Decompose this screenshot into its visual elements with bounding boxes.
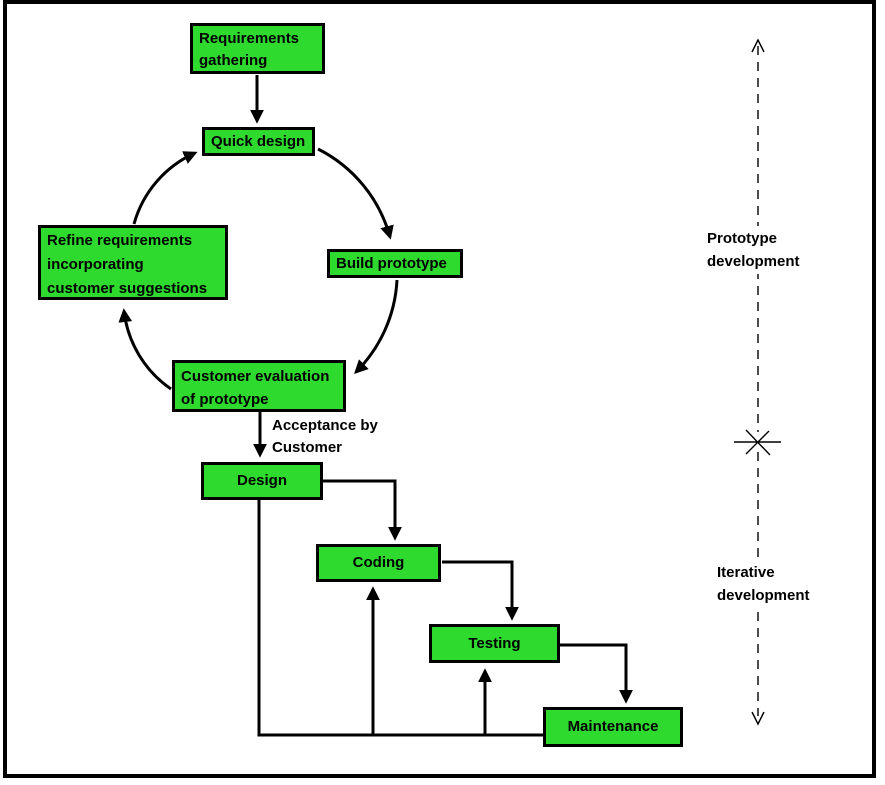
phase-divider-mark (734, 429, 781, 456)
diagram-border (3, 0, 876, 778)
box-requirements-gathering: Requirements gathering (190, 23, 325, 74)
box-refine-requirements: Refine requirements incorporating custom… (38, 225, 228, 300)
box-design: Design (201, 462, 323, 500)
connector-testing-to-maintenance (560, 643, 633, 704)
box-coding: Coding (316, 544, 441, 582)
acceptance-by-customer-label: Acceptance by Customer (272, 417, 378, 456)
connector-coding-to-testing (442, 560, 519, 621)
box-testing: Testing (429, 624, 560, 663)
arc-build-prototype-to-customer-evaluation (354, 279, 399, 374)
arc-quick-design-to-build-prototype (317, 147, 394, 240)
dashed-arrowhead-top (751, 38, 765, 53)
connector-design-to-coding (323, 479, 402, 541)
box-quick-design: Quick design (202, 127, 315, 156)
arc-customer-evaluation-to-refine (118, 308, 172, 391)
box-build-prototype: Build prototype (327, 249, 463, 278)
box-maintenance: Maintenance (543, 707, 683, 747)
dashed-arrowhead-bottom (751, 711, 765, 726)
feedback-line-design-to-maintenance (257, 500, 543, 737)
iterative-development-label: Iterative development (714, 560, 813, 608)
box-customer-evaluation: Customer evaluation of prototype (172, 360, 346, 412)
prototype-development-label: Prototype development (704, 226, 803, 274)
arc-refine-to-quick-design (132, 151, 198, 225)
